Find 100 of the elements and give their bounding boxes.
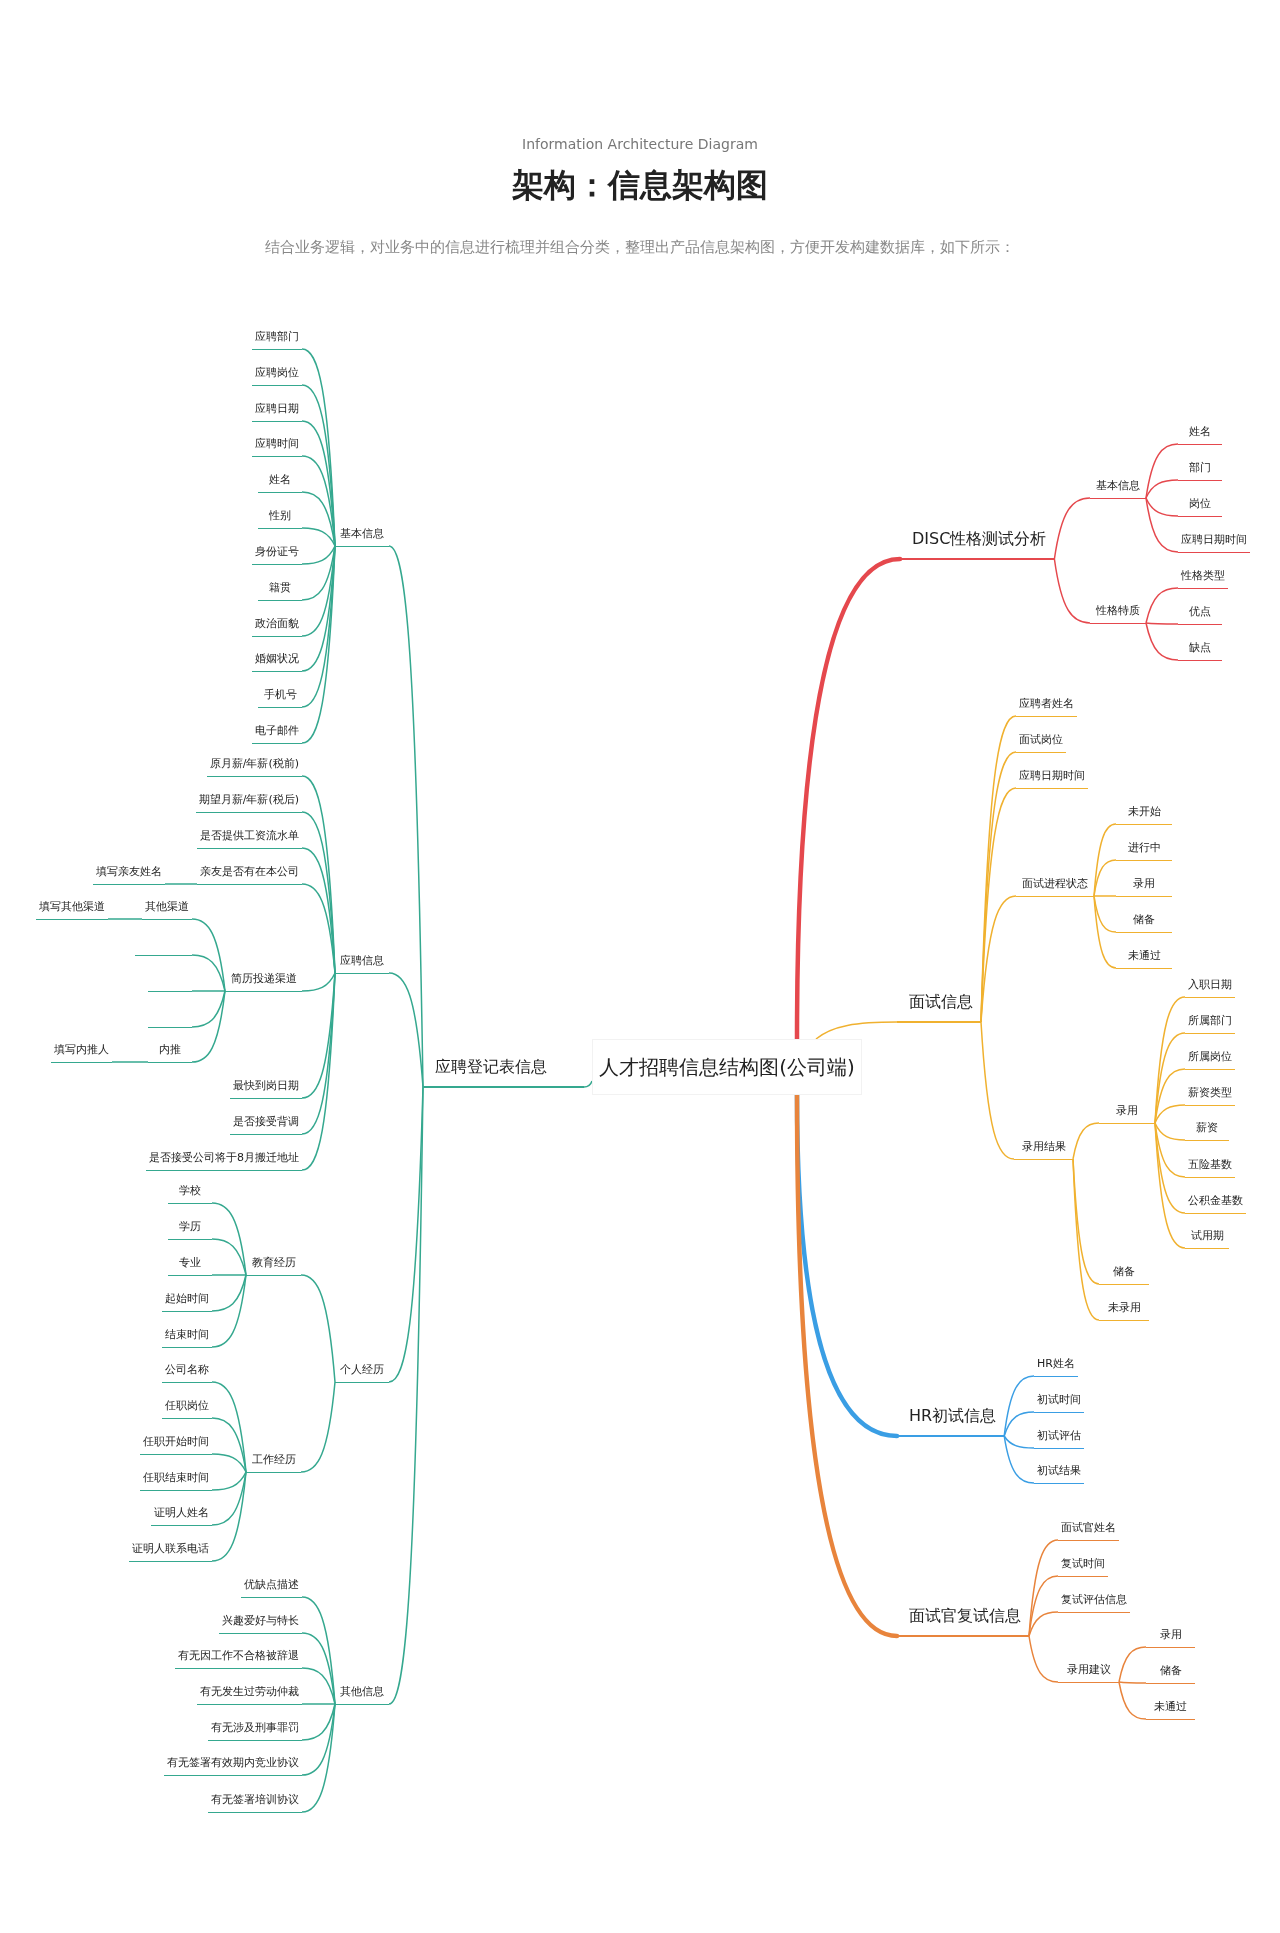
main-topic: 应聘登记表信息 bbox=[423, 1056, 584, 1088]
branch-line bbox=[301, 972, 336, 992]
topic-label: 身份证号 bbox=[252, 543, 302, 565]
topic-label: 应聘日期时间 bbox=[1016, 767, 1088, 789]
branch-line bbox=[211, 1453, 247, 1473]
branch-line bbox=[211, 1238, 247, 1276]
topic-label: 缺点 bbox=[1178, 639, 1222, 661]
topic-label: 进行中 bbox=[1116, 839, 1172, 861]
branch-line bbox=[211, 1202, 247, 1276]
branch-line bbox=[1053, 497, 1091, 560]
topic-label: 性格类型 bbox=[1178, 567, 1228, 589]
topic-label: 应聘部门 bbox=[252, 328, 302, 350]
topic-label: 有无发生过劳动仲裁 bbox=[197, 1683, 302, 1705]
description-text: 结合业务逻辑，对业务中的信息进行梳理并组合分类，整理出产品信息架构图，方便开发构建数据库，如下所示： bbox=[265, 237, 1015, 257]
topic-label: 姓名 bbox=[258, 471, 302, 493]
topic-label: 期望月薪/年薪(税后) bbox=[195, 791, 302, 813]
branch-line bbox=[211, 1471, 247, 1491]
topic-label: 姓名 bbox=[1178, 423, 1222, 445]
branch-line bbox=[211, 1417, 247, 1473]
topic-label: 薪资 bbox=[1185, 1119, 1229, 1141]
branch-line bbox=[191, 918, 226, 992]
topic-label: 亲友是否有在本公司 bbox=[197, 863, 302, 885]
topic-label: 证明人姓名 bbox=[151, 1504, 212, 1526]
topic-label: 政治面貌 bbox=[252, 615, 302, 637]
topic-label: 简历投递渠道 bbox=[225, 970, 302, 992]
branch-line bbox=[1003, 1411, 1035, 1437]
branch-line bbox=[1028, 1575, 1059, 1637]
topic-label: 任职岗位 bbox=[162, 1397, 212, 1419]
topic-label: 应聘信息 bbox=[335, 952, 389, 974]
topic-label: 岗位 bbox=[1178, 495, 1222, 517]
topic-label: 其他信息 bbox=[335, 1683, 389, 1705]
branch-line bbox=[301, 420, 336, 547]
branch-line bbox=[980, 1021, 1015, 1160]
topic-label: 是否接受背调 bbox=[230, 1113, 302, 1135]
topic-label: 试用期 bbox=[1185, 1227, 1229, 1249]
topic-label: 是否接受公司将于8月搬迁地址 bbox=[146, 1149, 302, 1171]
topic-label: 面试进程状态 bbox=[1016, 875, 1094, 897]
branch-line bbox=[1028, 1611, 1059, 1637]
branch-line bbox=[191, 990, 226, 992]
page-title: 架构：信息架构图 bbox=[512, 165, 768, 206]
topic-label: 专业 bbox=[168, 1254, 212, 1276]
topic-label: 优缺点描述 bbox=[241, 1576, 302, 1598]
topic-label: 基本信息 bbox=[1090, 477, 1146, 499]
branch-line bbox=[301, 455, 336, 547]
branch-line bbox=[1145, 497, 1179, 517]
branch-line bbox=[1028, 1635, 1059, 1683]
branch-line bbox=[301, 1703, 336, 1813]
branch-line bbox=[301, 545, 336, 744]
branch-line bbox=[1093, 895, 1117, 897]
branch-line bbox=[191, 990, 226, 1063]
branch-line bbox=[1093, 859, 1117, 897]
topic-label: 初试时间 bbox=[1034, 1391, 1084, 1413]
main-topic: DISC性格测试分析 bbox=[900, 528, 1055, 560]
branch-line bbox=[211, 1274, 247, 1348]
branch-line bbox=[815, 1021, 898, 1040]
topic-label: 录用结果 bbox=[1014, 1138, 1073, 1160]
branch-line bbox=[191, 954, 226, 992]
topic-label: 原月薪/年薪(税前) bbox=[206, 755, 302, 777]
branch-line bbox=[1154, 1122, 1186, 1249]
topic-label: 复试评估信息 bbox=[1058, 1591, 1130, 1613]
topic-label: 结束时间 bbox=[162, 1326, 212, 1348]
branch-line bbox=[1154, 1068, 1186, 1124]
branch-line bbox=[1118, 1681, 1147, 1684]
topic-label: 有无签署培训协议 bbox=[208, 1791, 302, 1813]
topic-label: 是否提供工资流水单 bbox=[197, 827, 302, 849]
branch-line bbox=[1072, 1158, 1100, 1321]
topic-label: 所属部门 bbox=[1185, 1012, 1235, 1034]
topic-label: 录用建议 bbox=[1058, 1661, 1119, 1683]
subtitle-text: Information Architecture Diagram bbox=[522, 135, 758, 153]
topic-label: HR姓名 bbox=[1034, 1355, 1078, 1377]
branch-line bbox=[164, 883, 198, 885]
topic-label: 最快到岗日期 bbox=[230, 1077, 302, 1099]
topic-label: 有无签署有效期内竞业协议 bbox=[164, 1754, 302, 1776]
topic-label: 薪资类型 bbox=[1185, 1084, 1235, 1106]
branch-line bbox=[301, 1667, 336, 1705]
main-topic: 面试官复试信息 bbox=[897, 1605, 1029, 1637]
topic-label: 面试岗位 bbox=[1016, 731, 1066, 753]
branch-line bbox=[301, 527, 336, 547]
topic-label: 储备 bbox=[1099, 1263, 1149, 1285]
topic-label: 工作经历 bbox=[246, 1451, 301, 1473]
topic-label: 填写其他渠道 bbox=[36, 898, 108, 920]
topic-label: 有无涉及刑事罪罚 bbox=[208, 1719, 302, 1741]
branch-line bbox=[1072, 1122, 1100, 1160]
branch-line bbox=[111, 1061, 149, 1063]
topic-label: 学校 bbox=[168, 1182, 212, 1204]
topic-label: 应聘日期 bbox=[252, 400, 302, 422]
branch-line bbox=[301, 1596, 336, 1705]
branch-line bbox=[388, 1086, 424, 1705]
branch-line bbox=[107, 918, 143, 920]
central-topic: 人才招聘信息结构图(公司端) bbox=[592, 1039, 862, 1095]
branch-line bbox=[211, 1274, 247, 1276]
branch-line bbox=[211, 1471, 247, 1562]
branch-line bbox=[301, 1632, 336, 1705]
branch-line bbox=[1145, 587, 1179, 624]
branch-line bbox=[211, 1381, 247, 1473]
branch-line bbox=[1145, 479, 1179, 499]
topic-label: 储备 bbox=[1146, 1662, 1195, 1684]
topic-label: 应聘者姓名 bbox=[1016, 695, 1077, 717]
topic-label: 复试时间 bbox=[1058, 1555, 1108, 1577]
topic-label: 录用 bbox=[1099, 1102, 1155, 1124]
